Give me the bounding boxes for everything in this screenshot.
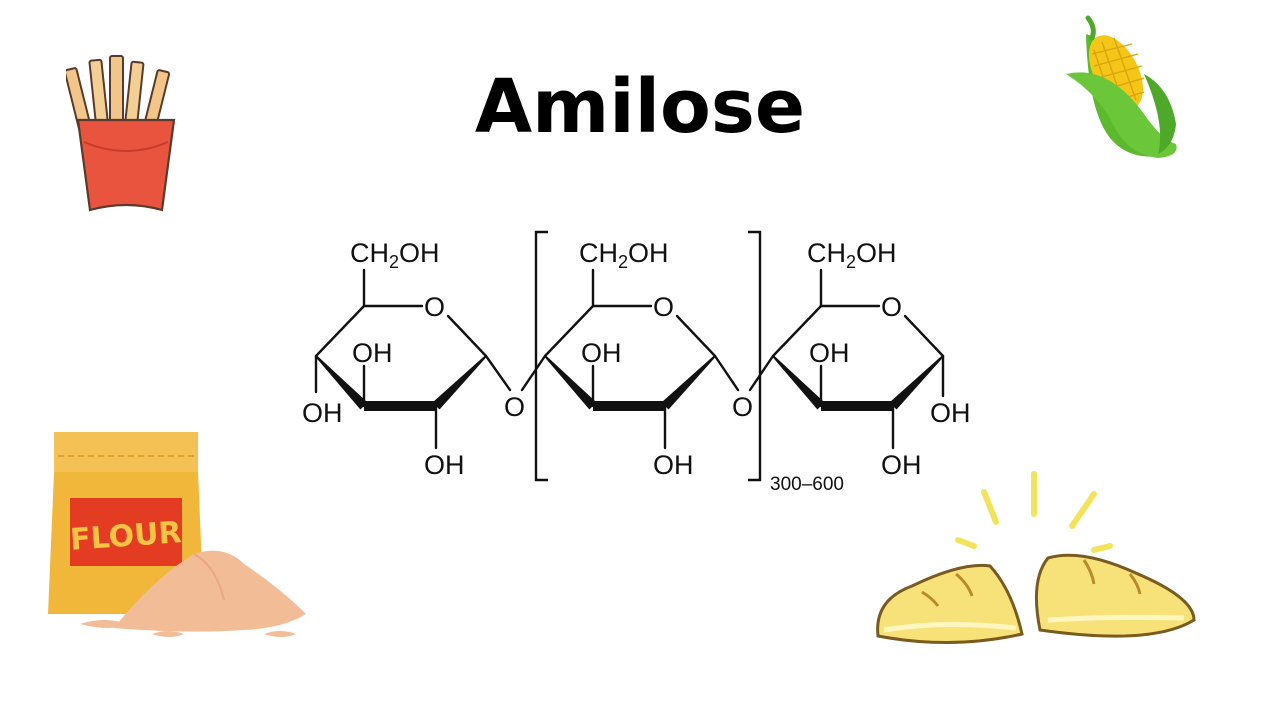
hydroxyl-group: OH [581,338,622,368]
ring-oxygen: O [881,292,902,322]
right-bracket [748,230,762,482]
glycosidic-bond [713,354,740,392]
wedge-bond [432,355,487,410]
flour-bag-icon: FLOUR [48,432,306,637]
wedge-bond [661,355,716,410]
ch2oh-group: CH2OH [579,238,669,272]
ring-bond [314,304,366,358]
ring-bond [675,314,717,358]
ring-bond [543,304,595,358]
ch2oh-group: CH2OH [350,238,440,272]
ring-oxygen: O [653,292,674,322]
ring-bond [771,304,823,358]
potato-icon [876,471,1196,645]
wedge-bond [593,401,665,411]
hydroxyl-group: OH [930,398,971,428]
wedge-bond [544,355,597,410]
glycosidic-oxygen: O [732,392,753,422]
hydroxyl-group: OH [653,450,694,480]
corn-icon [1066,15,1177,158]
hydroxyl-group: OH [302,398,343,428]
wedge-bond [889,355,944,410]
atom-labels: CH2OH O OH OH CH2OH O OH OH CH2OH O OH OH OH O O OH 300–… [302,238,971,495]
wedge-bond [772,355,825,410]
ch2oh-group: CH2OH [807,238,897,272]
french-fries-icon [66,55,176,212]
wedge-bond [364,401,436,411]
page-title: Amilose [474,64,806,150]
hydroxyl-group: OH [809,338,850,368]
glycosidic-bond [748,354,775,392]
ring-oxygen: O [424,292,445,322]
hydroxyl-group: OH [352,338,393,368]
repeat-count: 300–600 [770,474,844,495]
glycosidic-oxygen: O [504,392,525,422]
bond-lines [314,230,945,482]
glycosidic-bond [484,354,512,392]
hydroxyl-group: OH [881,450,922,480]
left-bracket [534,230,548,482]
hydroxyl-group: OH [424,450,465,480]
glycosidic-bond [520,354,547,392]
ring-bond [903,314,945,358]
ring-bond [446,314,488,358]
wedge-bond [821,401,893,411]
flour-label: FLOUR [69,515,183,558]
wedge-bond [315,355,368,410]
